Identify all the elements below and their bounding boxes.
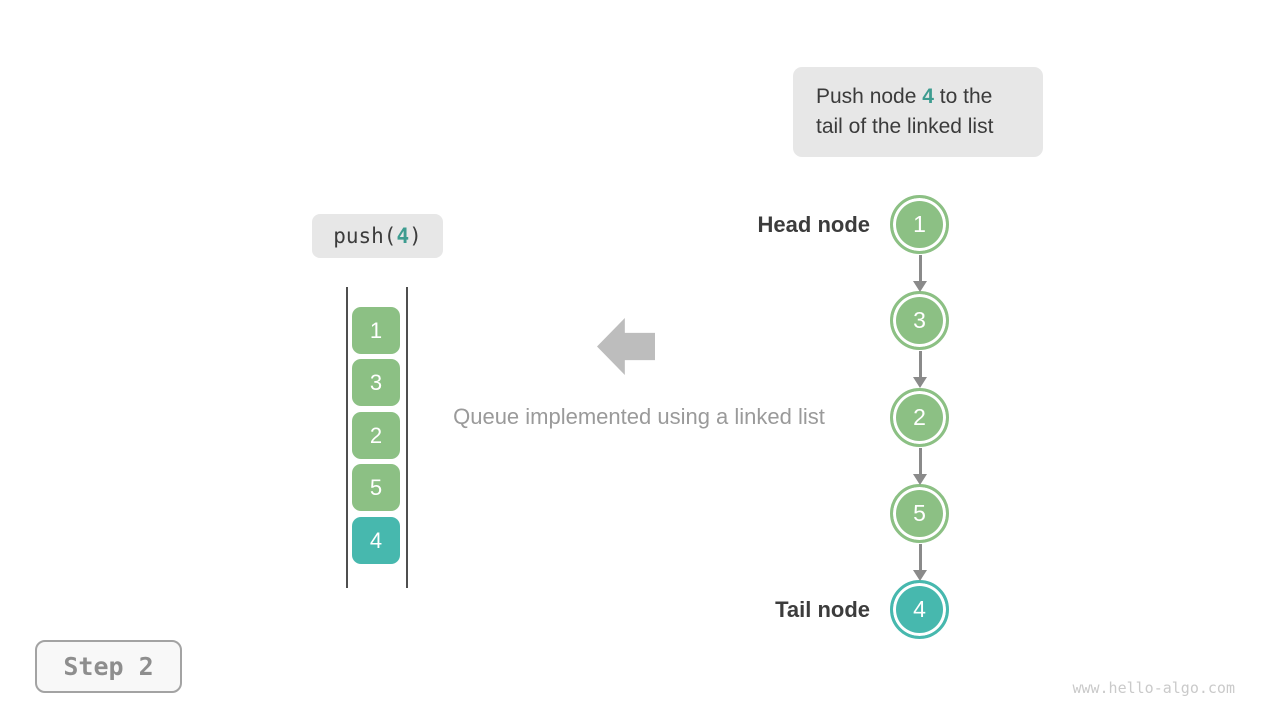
queue-cell-2: 3 bbox=[352, 359, 400, 406]
link-arrow-icon-2 bbox=[913, 351, 927, 388]
link-arrow-icon-4 bbox=[913, 544, 927, 581]
arrow-head bbox=[913, 474, 927, 485]
push-label-post: ) bbox=[409, 224, 422, 248]
queue-cell-3: 2 bbox=[352, 412, 400, 459]
list-node-2: 3 bbox=[890, 291, 949, 350]
push-label-arg: 4 bbox=[396, 224, 410, 248]
step-badge: Step 2 bbox=[35, 640, 182, 693]
link-arrow-icon-1 bbox=[913, 255, 927, 292]
callout-highlight-value: 4 bbox=[922, 85, 934, 108]
callout-bubble: Push node 4 to the tail of the linked li… bbox=[793, 67, 1043, 157]
queue-cell-4: 5 bbox=[352, 464, 400, 511]
tail-node-label: Tail node bbox=[775, 597, 870, 622]
arrow-shaft bbox=[918, 351, 922, 378]
queue-cell-1: 1 bbox=[352, 307, 400, 354]
watermark-url: www.hello-algo.com bbox=[1072, 679, 1235, 697]
callout-line2: tail of the linked list bbox=[816, 115, 994, 138]
list-node-5: 4 bbox=[890, 580, 949, 639]
list-node-1: 1 bbox=[890, 195, 949, 254]
push-operation-label: push(4) bbox=[312, 214, 443, 258]
queue-left-wall bbox=[346, 287, 348, 588]
head-node-label: Head node bbox=[757, 212, 870, 237]
link-arrow-icon-3 bbox=[913, 448, 927, 485]
callout-text-post: to the bbox=[933, 85, 993, 108]
arrow-head bbox=[913, 377, 927, 388]
arrow-shaft bbox=[918, 255, 922, 282]
callout-text-pre: Push node bbox=[816, 85, 923, 108]
list-node-4: 5 bbox=[890, 484, 949, 543]
arrow-head bbox=[913, 281, 927, 292]
arrow-shaft bbox=[918, 448, 922, 475]
queue-right-wall bbox=[406, 287, 408, 588]
left-arrow-icon bbox=[597, 318, 655, 375]
arrow-head bbox=[913, 570, 927, 581]
push-label-pre: push( bbox=[333, 224, 397, 248]
callout-line1: Push node 4 to the bbox=[816, 82, 1043, 112]
list-node-3: 2 bbox=[890, 388, 949, 447]
queue-cell-5: 4 bbox=[352, 517, 400, 564]
diagram-caption: Queue implemented using a linked list bbox=[453, 404, 825, 429]
arrow-shaft bbox=[918, 544, 922, 571]
